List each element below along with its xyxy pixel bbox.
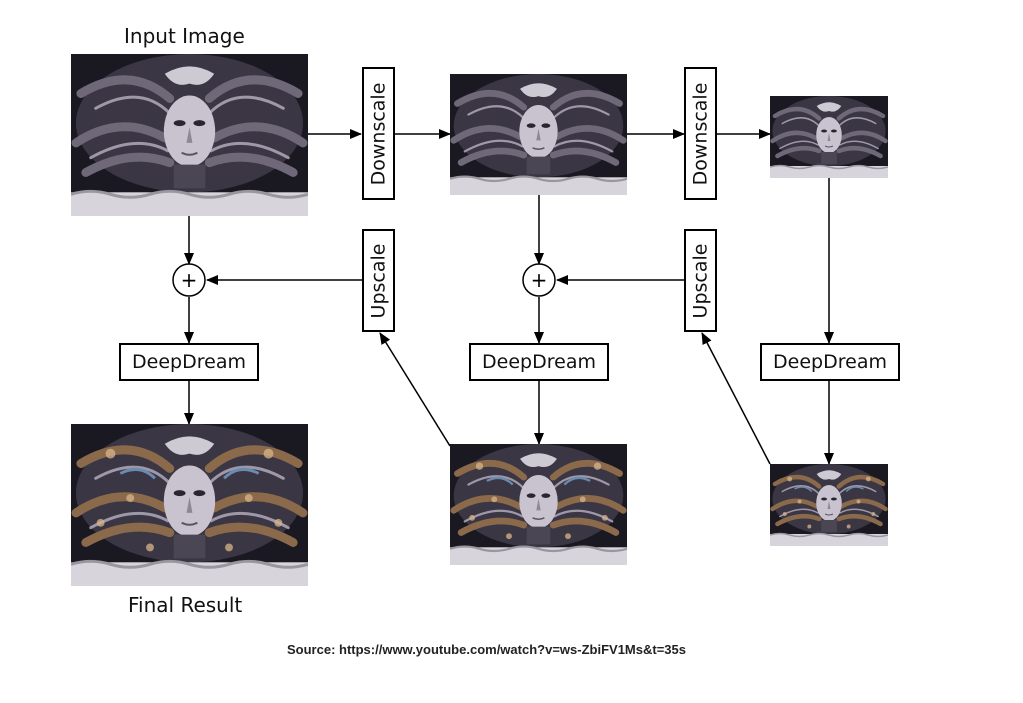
portrait-illustration xyxy=(770,96,888,178)
downscale-box-1: Downscale xyxy=(362,67,395,200)
deepdream-label-1: DeepDream xyxy=(132,351,246,373)
downscale-label-1: Downscale xyxy=(367,82,390,185)
portrait-illustration xyxy=(71,54,308,216)
dreamed-image-small xyxy=(770,464,888,546)
portrait-illustration xyxy=(770,464,888,546)
input-image-label: Input Image xyxy=(124,24,245,48)
arrow-small-dream-to-upscale-2 xyxy=(701,332,771,465)
downscaled-image-2 xyxy=(770,96,888,178)
input-image xyxy=(71,54,308,216)
downscale-label-2: Downscale xyxy=(689,82,712,185)
upscale-box-1: Upscale xyxy=(362,229,395,332)
downscale-box-2: Downscale xyxy=(684,67,717,200)
final-result-label: Final Result xyxy=(128,593,243,617)
source-caption: Source: https://www.youtube.com/watch?v=… xyxy=(287,642,686,657)
plus-symbol-2: + xyxy=(531,268,548,292)
downscaled-image-1 xyxy=(450,74,627,195)
arrow-mid-dream-to-upscale-1 xyxy=(379,332,451,447)
upscale-label-2: Upscale xyxy=(689,243,712,318)
plus-symbol-1: + xyxy=(181,268,198,292)
portrait-illustration xyxy=(71,424,308,586)
portrait-illustration xyxy=(450,444,627,565)
plus-node-2: + xyxy=(522,263,556,297)
dreamed-image-mid xyxy=(450,444,627,565)
final-result-image xyxy=(71,424,308,586)
plus-node-1: + xyxy=(172,263,206,297)
deepdream-box-3: DeepDream xyxy=(760,343,900,381)
portrait-illustration xyxy=(450,74,627,195)
upscale-box-2: Upscale xyxy=(684,229,717,332)
deepdream-label-3: DeepDream xyxy=(773,351,887,373)
deepdream-label-2: DeepDream xyxy=(482,351,596,373)
upscale-label-1: Upscale xyxy=(367,243,390,318)
deepdream-box-2: DeepDream xyxy=(469,343,609,381)
deepdream-box-1: DeepDream xyxy=(119,343,259,381)
